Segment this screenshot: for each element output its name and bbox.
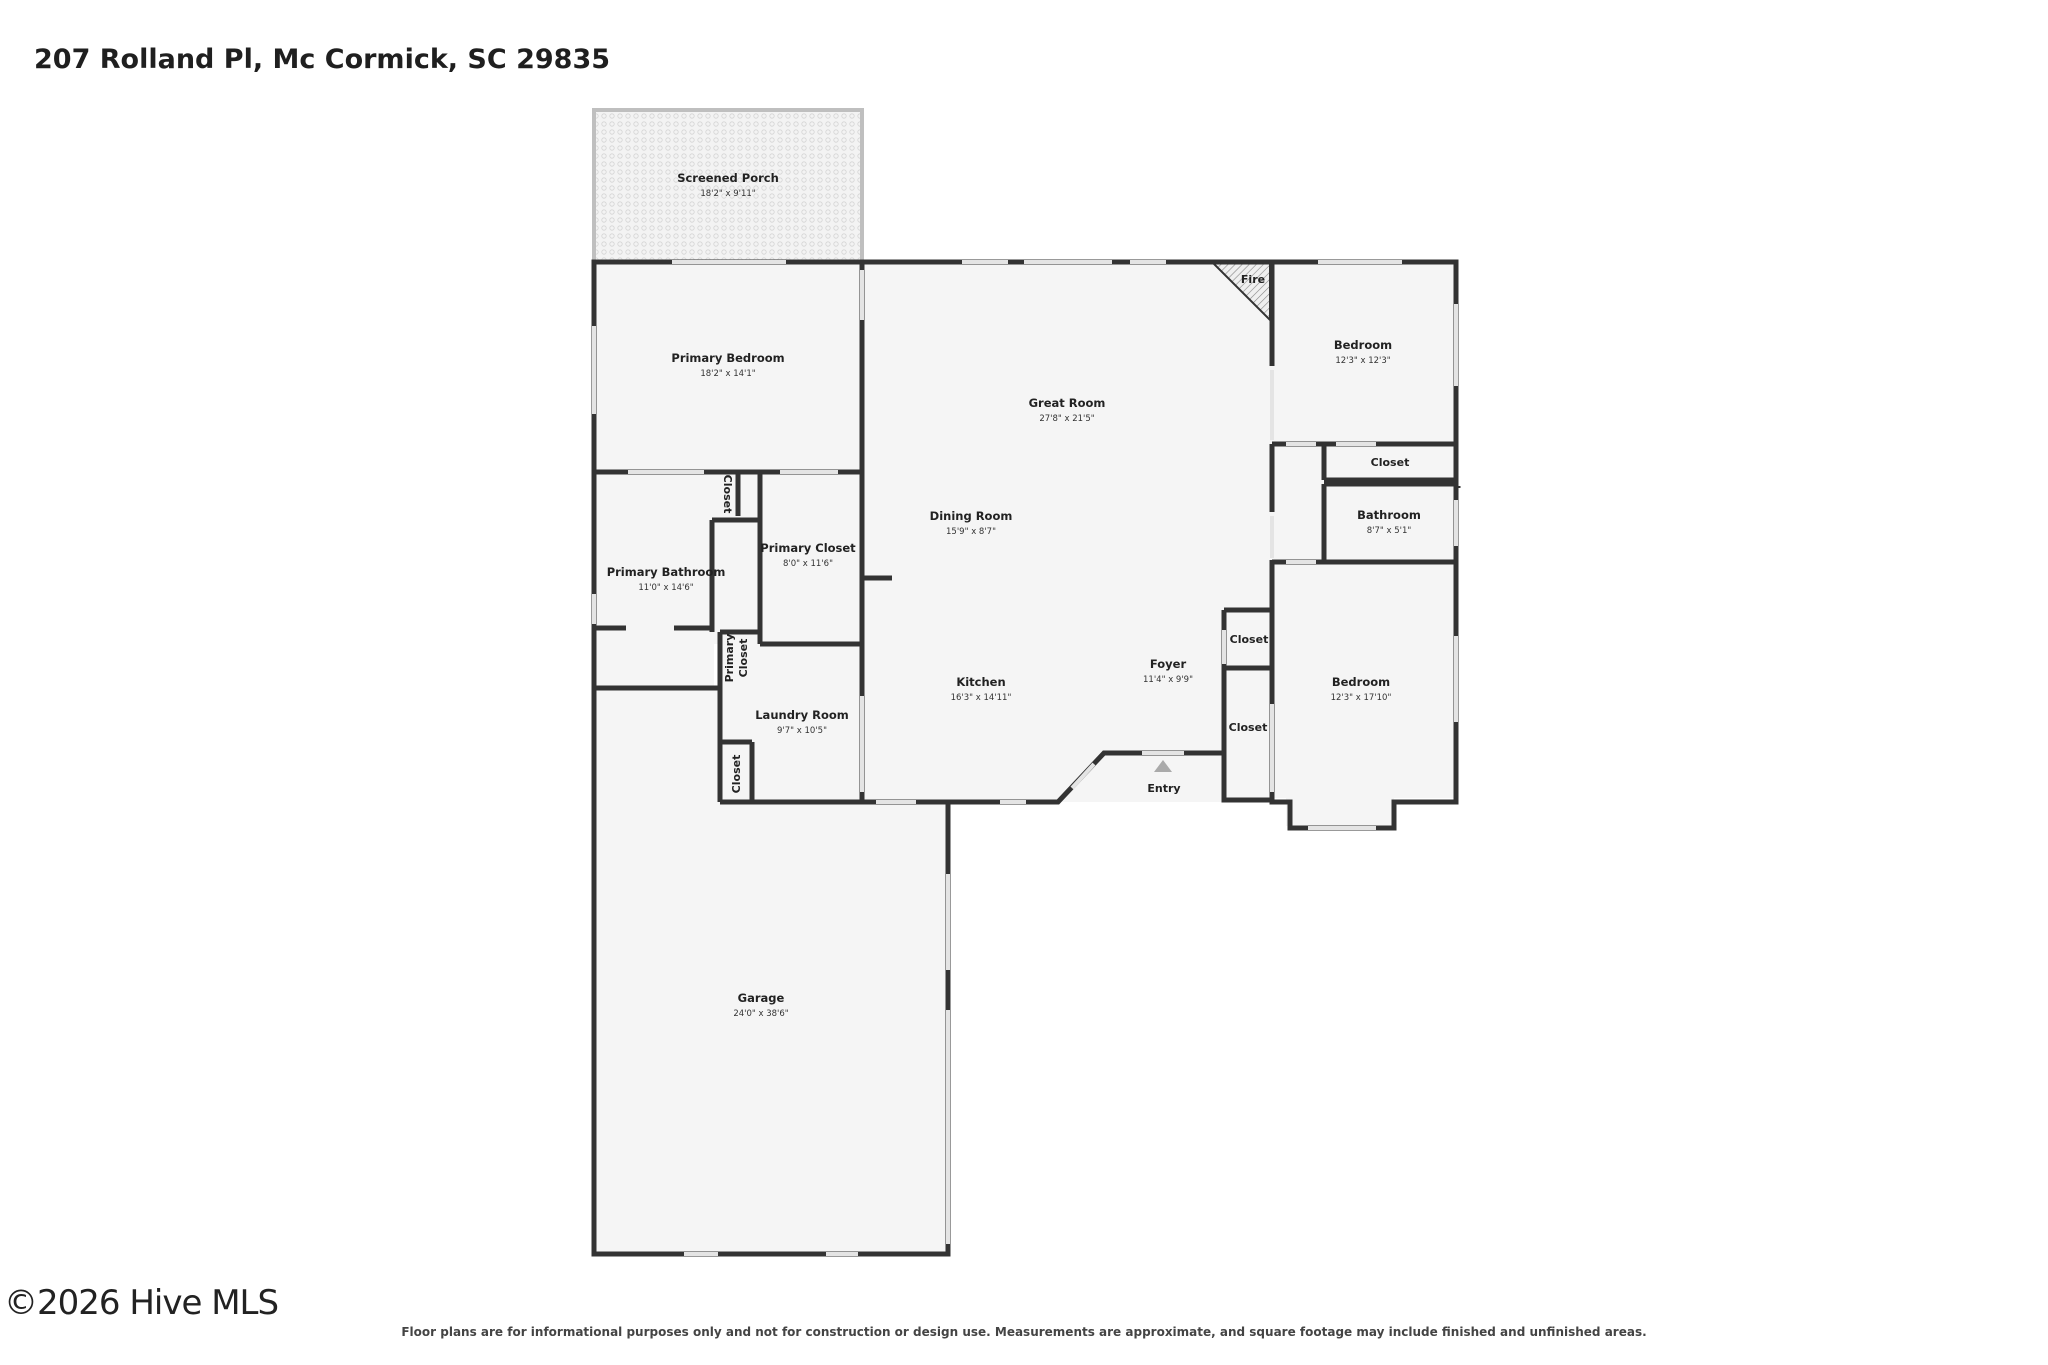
- dim-primary-closet: 8'0" x 11'6": [783, 559, 833, 569]
- label-great-room: Great Room: [1029, 396, 1106, 410]
- property-address: 207 Rolland Pl, Mc Cormick, SC 29835: [34, 44, 611, 75]
- dim-bathroom: 8'7" x 5'1": [1367, 526, 1412, 536]
- label-foyer: Foyer: [1150, 657, 1187, 671]
- label-primary-closet-2-line1: Primary: [723, 634, 736, 683]
- entry-arrow-icon: [1154, 760, 1172, 772]
- dim-dining-room: 15'9" x 8'7": [946, 527, 996, 537]
- label-closet-top: Closet: [1371, 456, 1410, 469]
- label-kitchen: Kitchen: [956, 675, 1005, 689]
- label-closet-foyer-2: Closet: [1229, 721, 1268, 734]
- label-bathroom: Bathroom: [1357, 508, 1421, 522]
- label-primary-closet-2-line2: Closet: [737, 639, 750, 678]
- dim-kitchen: 16'3" x 14'11": [951, 693, 1012, 703]
- dim-great-room: 27'8" x 21'5": [1039, 414, 1094, 424]
- dim-primary-bathroom: 11'0" x 14'6": [638, 583, 693, 593]
- label-closet-laundry: Closet: [730, 755, 743, 794]
- dim-garage: 24'0" x 38'6": [733, 1009, 788, 1019]
- dim-bedroom-1: 12'3" x 12'3": [1335, 356, 1390, 366]
- label-closet-small: Closet: [721, 475, 734, 514]
- disclaimer: Floor plans are for informational purpos…: [401, 1325, 1647, 1339]
- label-entry: Entry: [1147, 782, 1180, 795]
- label-primary-bathroom: Primary Bathroom: [607, 565, 726, 579]
- dim-foyer: 11'4" x 9'9": [1143, 675, 1193, 685]
- label-closet-foyer-1: Closet: [1230, 633, 1269, 646]
- dim-primary-bedroom: 18'2" x 14'1": [700, 369, 755, 379]
- label-garage: Garage: [738, 991, 785, 1005]
- label-screened-porch: Screened Porch: [677, 171, 779, 185]
- label-primary-closet: Primary Closet: [760, 541, 856, 555]
- label-bedroom-1: Bedroom: [1334, 338, 1392, 352]
- screened-porch-area: [594, 110, 862, 262]
- dim-screened-porch: 18'2" x 9'11": [700, 189, 755, 199]
- label-fire: Fire: [1241, 273, 1265, 286]
- label-laundry-room: Laundry Room: [755, 708, 849, 722]
- room-labels: Screened Porch 18'2" x 9'11" Primary Bed…: [607, 171, 1421, 1019]
- dim-bedroom-2: 12'3" x 17'10": [1331, 693, 1392, 703]
- label-primary-bedroom: Primary Bedroom: [671, 351, 784, 365]
- floor-areas: [594, 262, 1454, 1252]
- dim-laundry-room: 9'7" x 10'5": [777, 726, 827, 736]
- windows: [592, 260, 1458, 1256]
- label-bedroom-2: Bedroom: [1332, 675, 1390, 689]
- label-dining-room: Dining Room: [930, 509, 1013, 523]
- watermark: ©2026 Hive MLS: [4, 1283, 279, 1323]
